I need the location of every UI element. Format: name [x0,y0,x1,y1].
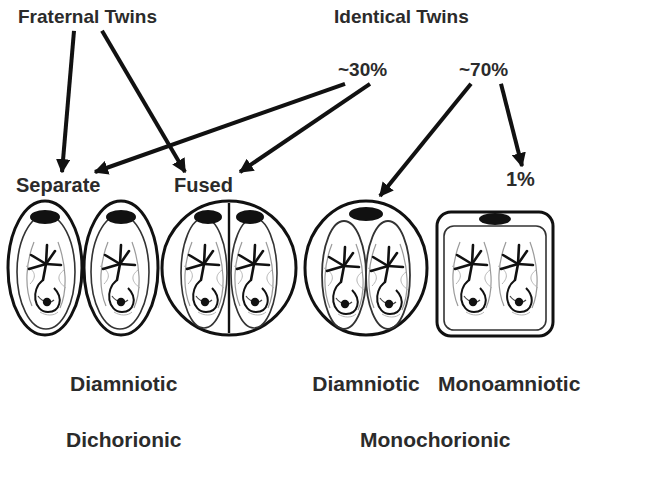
node-caption: Separate [16,174,101,197]
chorion-label: Monochorionic [360,428,511,452]
placenta-node: Fused [162,174,296,336]
monoamniotic-placenta [437,212,553,336]
arrow-connector [62,31,74,172]
node-caption: 1% [506,168,535,191]
fused-placenta [162,201,296,335]
node-label: ~70% [459,59,508,81]
percentage-node: ~70% [455,57,512,83]
node-label: Fraternal Twins [18,6,157,28]
separate-placentas [8,201,158,335]
percentage-node: ~30% [334,57,391,83]
chorion-label: Dichorionic [66,428,182,452]
group-heading: Fraternal Twins [14,4,161,30]
node-caption: Diamniotic [304,372,428,396]
group-heading: Identical Twins [330,4,473,30]
arrow-connector [240,84,370,172]
amnion-label: Diamniotic [70,372,177,396]
arrow-connector [102,31,185,172]
monochorionic-diamniotic-placenta [305,201,427,335]
placenta-node: 1% Monoamniotic [434,168,584,396]
node-label: ~30% [338,59,387,81]
node-caption: Monoamniotic [438,372,580,396]
node-caption: Fused [174,174,233,197]
arrow-connector [501,84,522,166]
placenta-node: Separate [8,174,158,336]
arrow-connector [380,84,471,196]
placenta-node: Diamniotic [304,198,428,396]
node-label: Identical Twins [334,6,469,28]
